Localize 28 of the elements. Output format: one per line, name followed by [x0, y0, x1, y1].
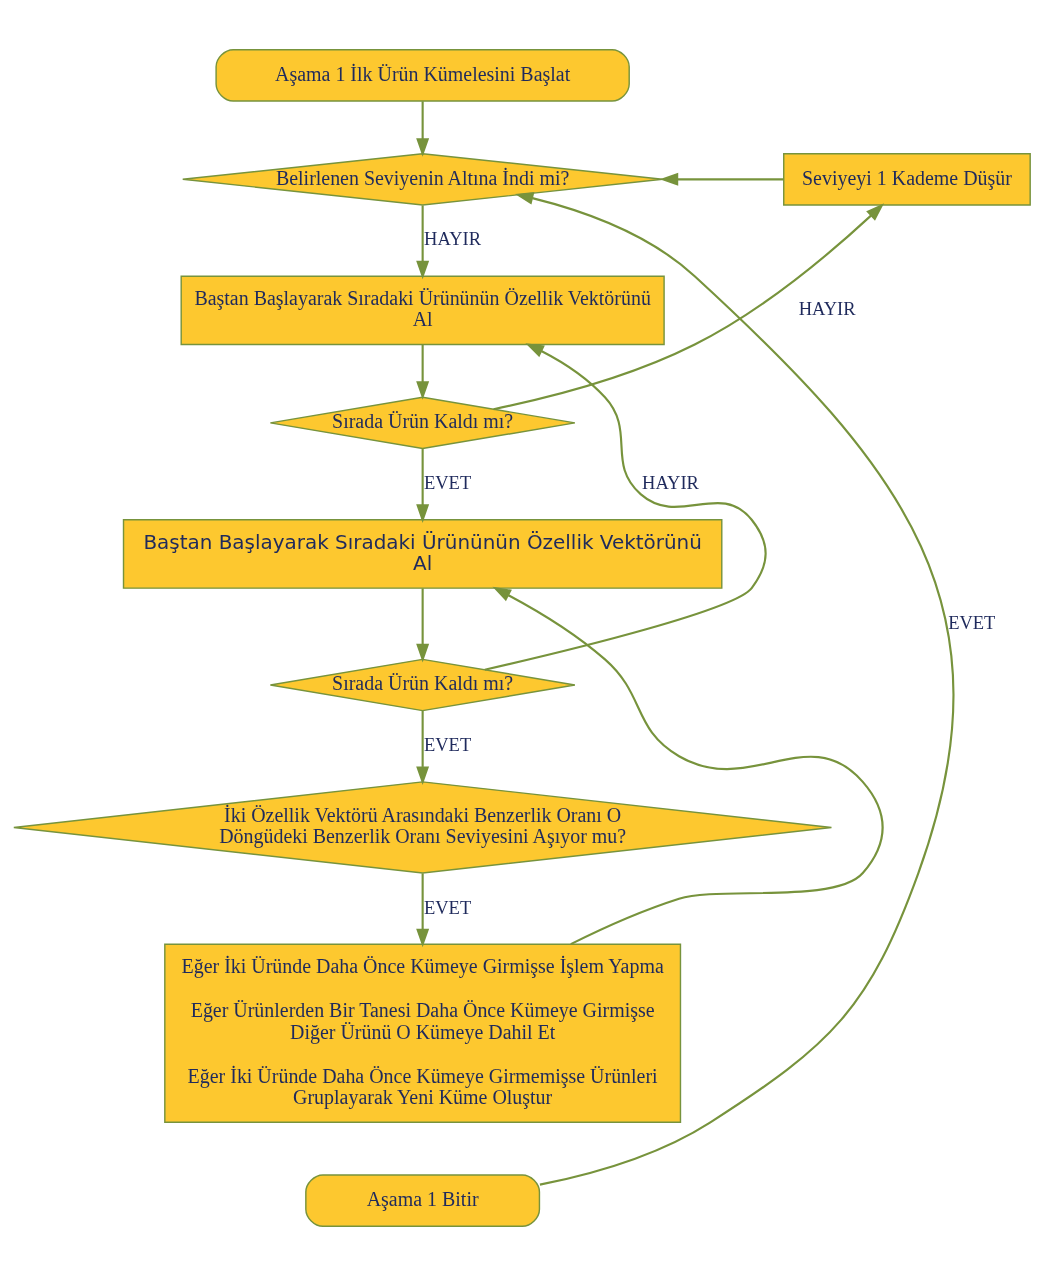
arrow — [416, 872, 430, 947]
arrow — [493, 202, 885, 410]
node-box: Aşama 1 İlk Ürün Kümelesini Başlat — [215, 48, 630, 102]
arrow — [659, 172, 784, 186]
edge-label: EVET — [423, 734, 472, 755]
arrow — [514, 191, 955, 1186]
edge-label: HAYIR — [642, 472, 699, 493]
node-diamond: Sırada Ürün Kaldı mı? — [269, 658, 576, 711]
node-box: Baştan Başlayarak Sıradaki Ürününün Özellik Vektörünü Al — [122, 518, 723, 589]
arrow — [416, 344, 430, 400]
node-diamond: Sırada Ürün Kaldı mı? — [269, 396, 576, 449]
arrow — [416, 204, 430, 279]
arrow — [416, 710, 430, 785]
node-box: Seviyeyi 1 Kademe Düşür — [783, 152, 1031, 206]
edge-label: EVET — [423, 472, 472, 493]
node-box: Baştan Başlayarak Sıradaki Ürününün Özellik Vektörünü Al — [180, 275, 665, 345]
node-box: Aşama 1 Bitir — [305, 1173, 541, 1227]
arrow — [416, 100, 430, 157]
edge-label: HAYIR — [798, 298, 856, 319]
node-diamond: İki Özellik Vektörü Arasındaki Benzerlik Oranı O Döngüdeki Benzerlik Oranı Seviyesini Aşıyor mu? — [13, 780, 833, 874]
edge-label: EVET — [948, 612, 996, 633]
arrow — [416, 587, 430, 662]
node-box: Eğer İki Üründe Daha Önce Kümeye Girmişse İşlem Yapma Eğer Ürünlerden Bir Tanesi Daha Önce Kümeye Girmişse Diğer Ürünü O Kümeye Dahil Et Eğer İki Üründe Daha Önce Kümeye Girmemişse Ürünleri Gruplayarak Yeni Küme Oluştur — [164, 943, 682, 1123]
edge-label: EVET — [423, 896, 472, 917]
edge-label: HAYIR — [424, 228, 481, 249]
arrow — [492, 586, 884, 945]
arrow — [416, 448, 430, 523]
arrow — [484, 342, 767, 671]
